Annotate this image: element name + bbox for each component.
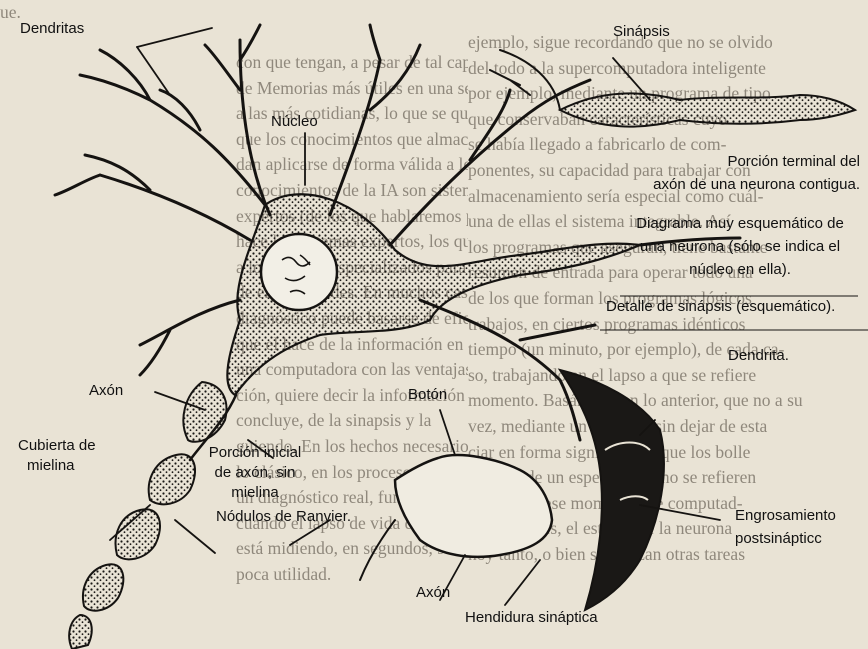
label-cubierta-line1: Cubierta de	[18, 437, 96, 455]
label-porcion-terminal-line1: Porción terminal del	[620, 153, 860, 171]
label-porcion-terminal-line2: axón de una neurona contigua.	[620, 176, 860, 194]
label-nucleo: Núcleo	[271, 113, 318, 131]
axon-with-myelin	[69, 382, 236, 649]
label-boton: Botón	[408, 386, 447, 404]
synapse-terminal-drawing	[490, 50, 855, 127]
label-engrosamiento-line2: postsinápticc	[735, 530, 822, 548]
label-cubierta-line2: mielina	[27, 457, 75, 475]
label-engrosamiento-line1: Engrosamiento	[735, 507, 836, 525]
label-sinapsis: Sinápsis	[613, 23, 670, 41]
label-diagrama-line1: Diagrama muy esquemático de	[618, 215, 862, 233]
label-diagrama-line3: núcleo en ella).	[618, 261, 862, 279]
label-dendrita: Dendrita.	[728, 347, 789, 365]
label-dendritas: Dendritas	[20, 20, 84, 38]
label-detalle-sinapsis: Detalle de sinápsis (esquemático).	[606, 298, 835, 316]
label-axon: Axón	[89, 382, 123, 400]
synapse-detail-drawing	[360, 370, 664, 610]
label-porcion-inicial-line3: mielina	[195, 484, 315, 502]
label-nodulos-ranvier: Nódulos de Ranvier.	[216, 508, 351, 526]
label-axon-bottom: Axón	[416, 584, 450, 602]
label-porcion-inicial-line2: de axón, sin	[195, 464, 315, 482]
nucleus	[261, 234, 337, 310]
label-diagrama-line2: una neurona (sólo se indica el	[618, 238, 862, 256]
label-porcion-inicial-line1: Porción inicial	[195, 444, 315, 462]
label-hendidura-sinaptica: Hendidura sináptica	[465, 609, 598, 627]
